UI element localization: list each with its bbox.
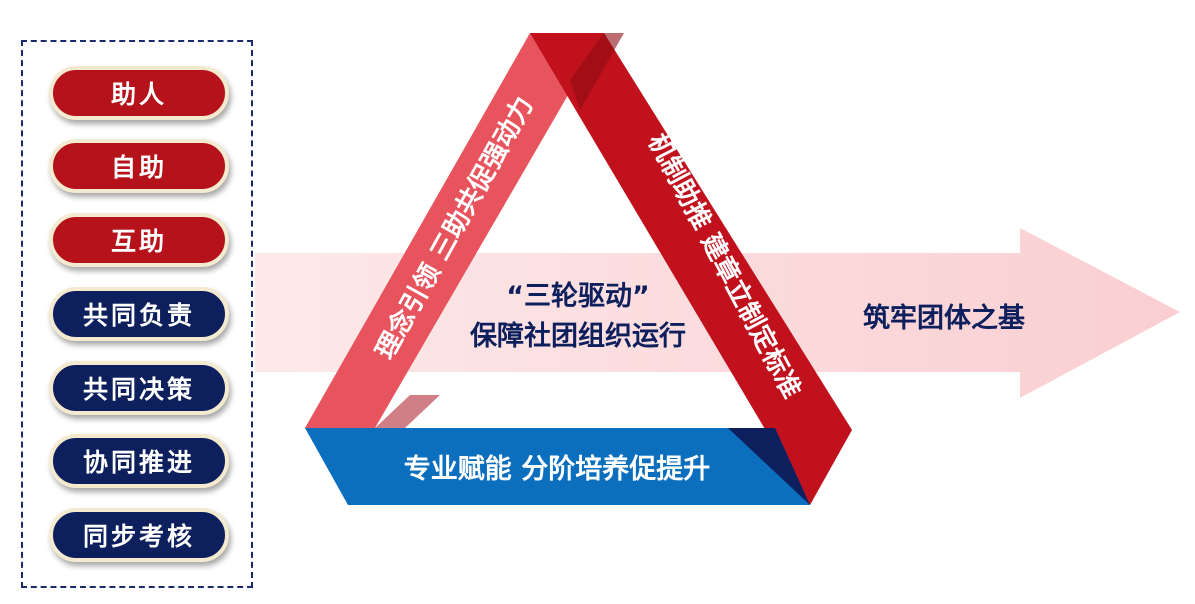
right-band-fold — [570, 33, 624, 110]
left-band — [305, 33, 604, 428]
arrow-label: 筑牢团体之基 — [863, 302, 1026, 334]
left-band-shadow — [375, 395, 440, 428]
sidebar-panel: 助人 自助 互助 共同负责 共同决策 协同推进 同步考核 — [21, 40, 253, 588]
right-band — [530, 33, 852, 505]
pill-gongtong-juece: 共同决策 — [49, 361, 229, 415]
pill-xietong-tuijin: 协同推进 — [49, 434, 229, 488]
pill-gongtong-fuze: 共同负责 — [49, 287, 229, 341]
pill-huzhu: 互助 — [49, 213, 229, 267]
pill-tongbu-kaohe: 同步考核 — [49, 508, 229, 562]
bottom-band-corner — [728, 428, 810, 505]
bottom-side-text: 专业赋能 分阶培养促提升 — [404, 453, 710, 485]
bottom-band — [305, 428, 810, 505]
pill-zizhu: 自助 — [49, 139, 229, 193]
center-title: “三轮驱动” — [506, 281, 650, 312]
center-subtitle: 保障社团组织运行 — [469, 320, 686, 352]
pill-zhuren: 助人 — [49, 66, 229, 120]
